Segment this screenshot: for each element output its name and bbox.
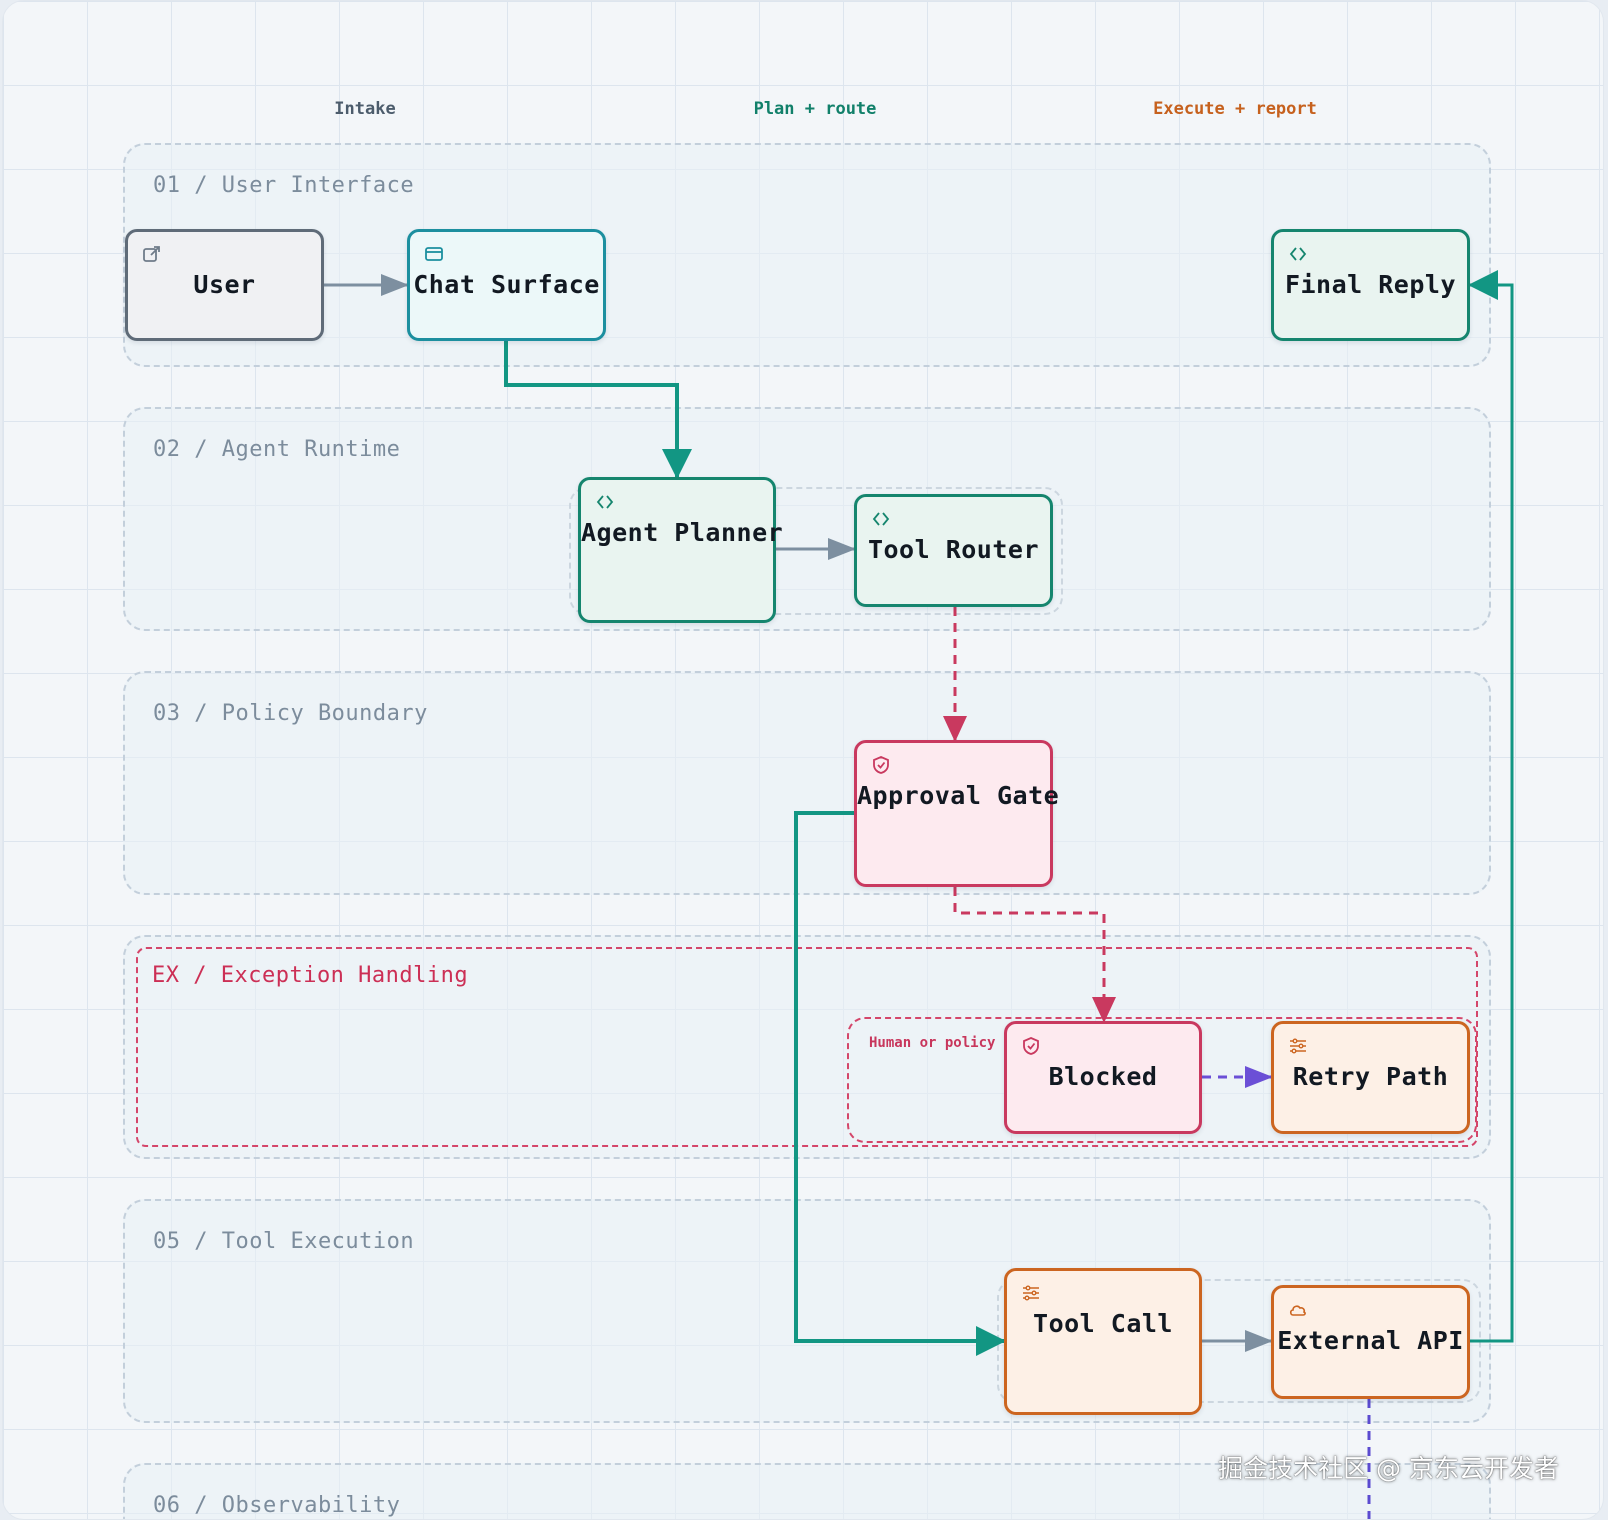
band-title-exception-handling: EX / Exception Handling [152, 963, 469, 988]
sliders-icon [1023, 1285, 1039, 1301]
code-brackets-icon [596, 495, 614, 509]
edges-layer [324, 270, 1514, 1519]
band-exception-handling: EX / Exception Handling [136, 947, 1478, 1147]
node-label-chat-surface: Chat Surface [413, 270, 600, 299]
node-label-user: User [193, 270, 256, 299]
band-title-user-interface: 01 / User Interface [153, 173, 415, 198]
edge-approval-to-toolcall [794, 811, 1006, 1356]
band-title-agent-runtime: 02 / Agent Runtime [153, 437, 401, 462]
node-label-final-reply: Final Reply [1284, 270, 1457, 299]
node-approval-gate[interactable]: Approval Gate [854, 740, 1060, 887]
node-label-retry-path: Retry Path [1292, 1062, 1449, 1091]
node-tool-call[interactable]: Tool Call [1004, 1268, 1202, 1415]
band-title-observability: 06 / Observability [153, 1493, 401, 1518]
lane-header-intake: Intake [334, 99, 396, 119]
node-external-api[interactable]: External API [1271, 1285, 1470, 1399]
node-label-tool-router: Tool Router [867, 535, 1040, 564]
node-agent-planner[interactable]: Agent Planner [578, 477, 784, 623]
node-label-agent-planner: Agent Planner [581, 518, 784, 547]
band-observability: 06 / Observability [123, 1463, 1491, 1519]
node-user[interactable]: User [125, 229, 324, 341]
edge-api-to-final-reply [1468, 270, 1514, 1343]
band-title-tool-execution: 05 / Tool Execution [153, 1229, 415, 1254]
code-brackets-icon [1289, 247, 1307, 261]
node-label-tool-call: Tool Call [1033, 1309, 1173, 1338]
watermark-text: 掘金技术社区 @ 京东云开发者 [1218, 1454, 1559, 1483]
band-agent-runtime: 02 / Agent Runtime [123, 407, 1491, 631]
group-planner-router [569, 487, 1063, 615]
cloud-icon [1289, 1305, 1306, 1316]
group-human-or-policy: Human or policy [847, 1017, 1477, 1143]
node-chat-surface[interactable]: Chat Surface [407, 229, 606, 341]
edge-approval-to-blocked [953, 887, 1116, 1023]
node-retry-path[interactable]: Retry Path [1271, 1021, 1470, 1134]
band-title-policy-boundary: 03 / Policy Boundary [153, 701, 428, 726]
node-blocked[interactable]: Blocked [1004, 1021, 1202, 1134]
band-exception-outer [123, 935, 1491, 1159]
lane-header-execute: Execute + report [1153, 99, 1317, 119]
group-label-human-or-policy: Human or policy [869, 1035, 996, 1051]
lane-header-plan: Plan + route [753, 99, 877, 119]
band-user-interface: 01 / User Interface [123, 143, 1491, 367]
shield-check-icon [1023, 1037, 1039, 1055]
shield-check-icon [873, 756, 889, 774]
node-label-approval-gate: Approval Gate [857, 781, 1060, 810]
code-brackets-icon [872, 512, 890, 526]
node-label-external-api: External API [1277, 1326, 1464, 1355]
edge-chat-to-planner [504, 341, 692, 479]
band-policy-boundary: 03 / Policy Boundary [123, 671, 1491, 895]
band-tool-execution: 05 / Tool Execution [123, 1199, 1491, 1423]
sliders-icon [1290, 1038, 1306, 1054]
node-tool-router[interactable]: Tool Router [854, 494, 1053, 607]
node-label-blocked: Blocked [1048, 1062, 1158, 1091]
browser-window-icon [425, 247, 443, 261]
node-final-reply[interactable]: Final Reply [1271, 229, 1470, 341]
external-link-icon [143, 246, 160, 262]
